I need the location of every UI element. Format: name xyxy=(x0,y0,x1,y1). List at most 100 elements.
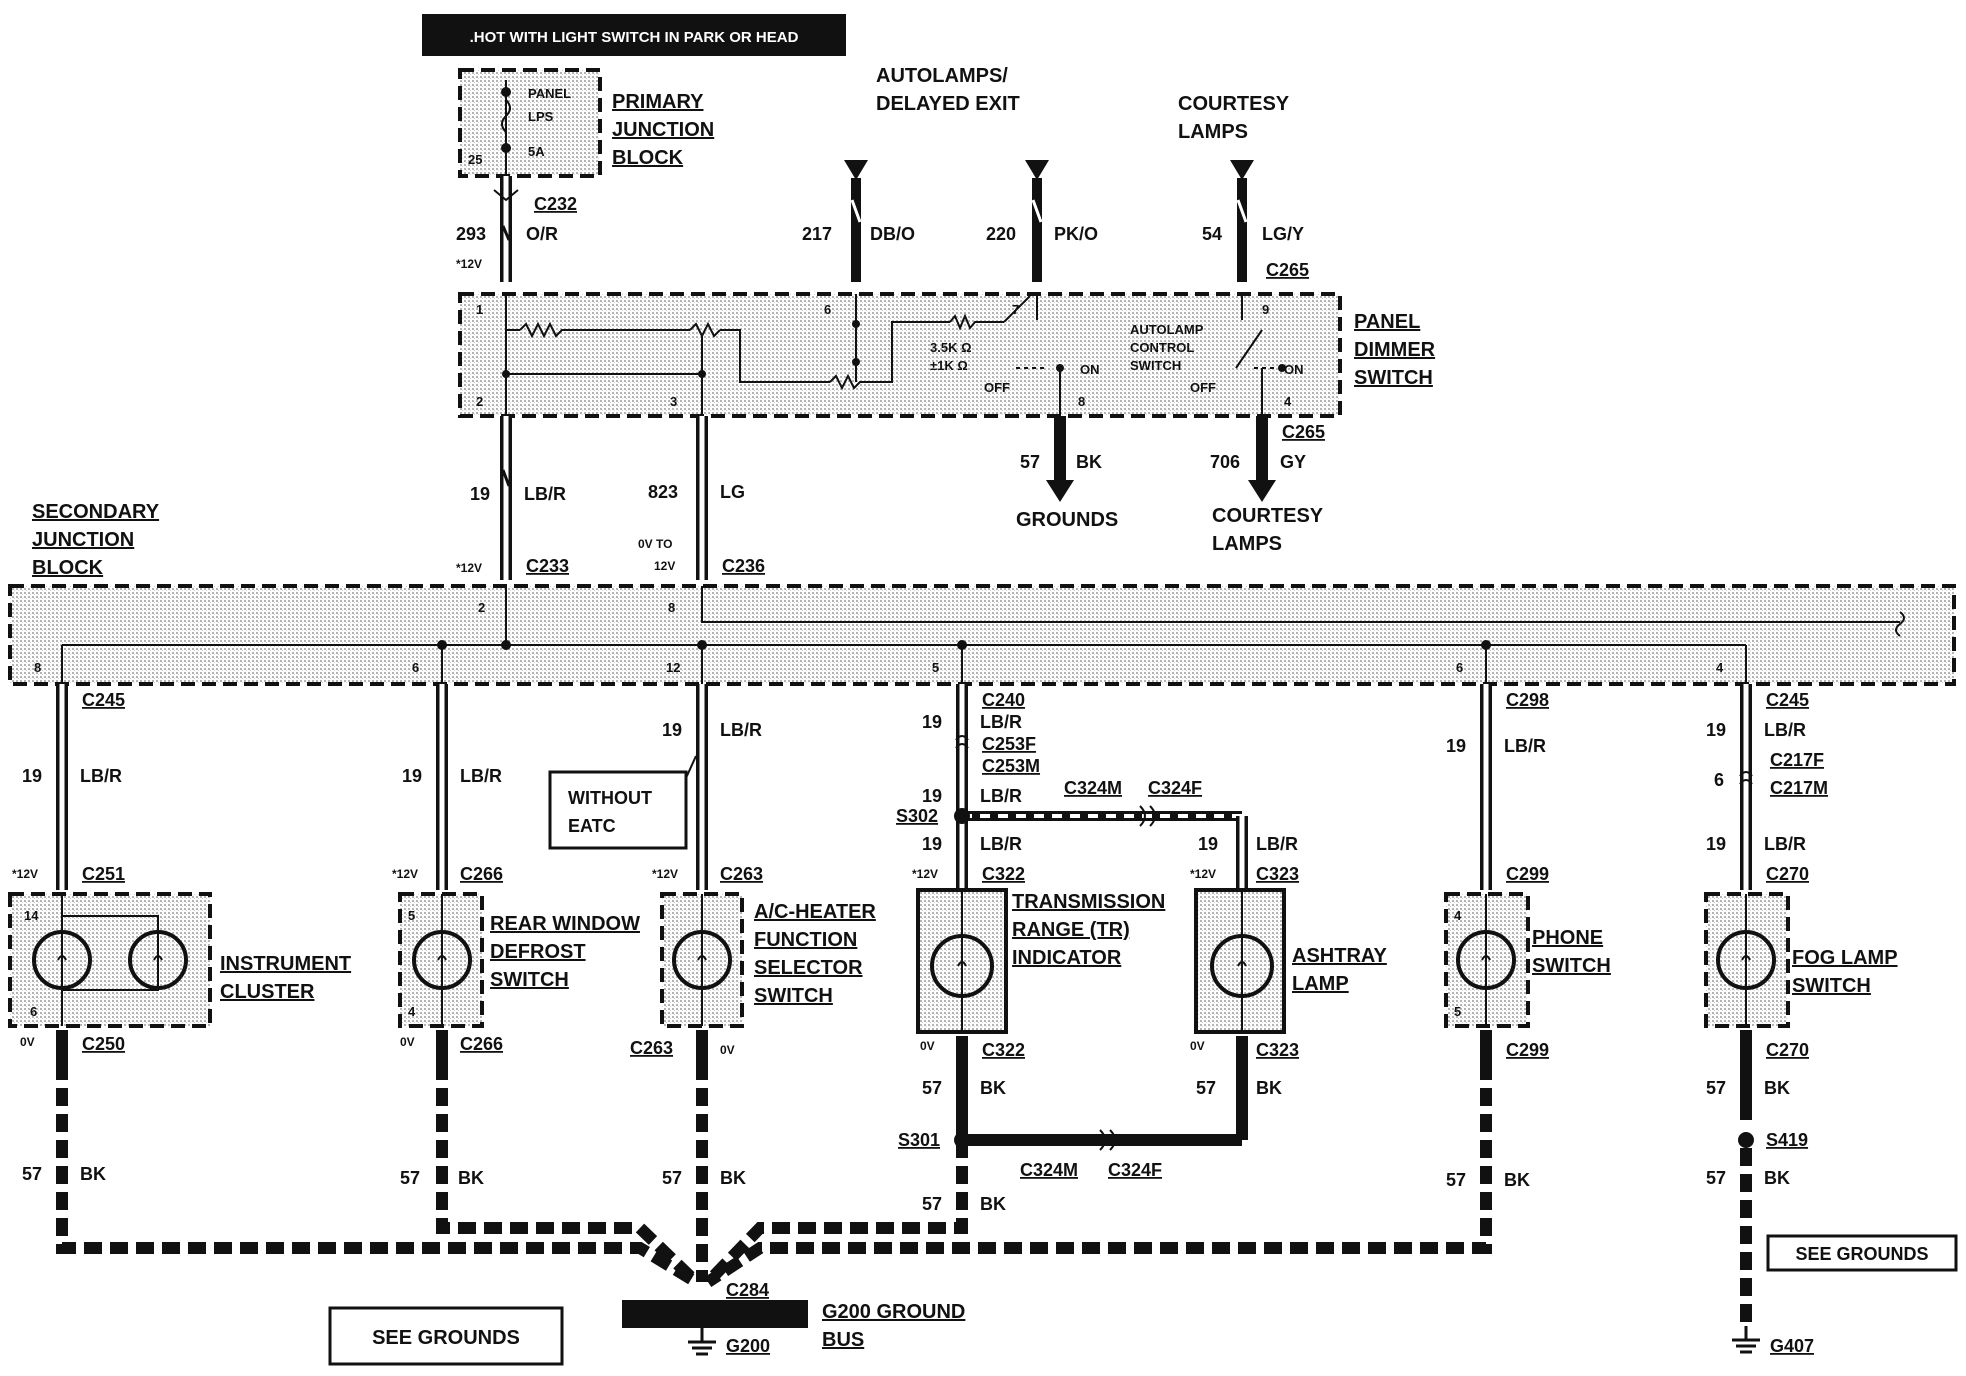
splice-s301 xyxy=(954,1132,970,1148)
phone-pin-4: 4 xyxy=(1454,908,1462,923)
top-banner-box xyxy=(422,14,846,56)
b3-color: LB/R xyxy=(720,720,762,740)
b7-color-a: LB/R xyxy=(1764,720,1806,740)
circuit-706: 706 xyxy=(1210,452,1240,472)
b7-gnd-color-a: BK xyxy=(1764,1078,1790,1098)
b3-circuit: 19 xyxy=(662,720,682,740)
secondary-jb-title-3: BLOCK xyxy=(32,557,104,579)
primary-junction-block: PANEL LPS 5A 25 xyxy=(458,68,602,178)
tr-label-1: TRANSMISSION xyxy=(1012,891,1165,913)
b4-circuit-a: 19 xyxy=(922,712,942,732)
b4-color-a: LB/R xyxy=(980,712,1022,732)
b1-conn-c250: C250 xyxy=(82,1034,125,1054)
tr-label-2: RANGE (TR) xyxy=(1012,919,1130,941)
splice-s302-label: S302 xyxy=(896,806,938,826)
circuit-293: 293 xyxy=(456,224,486,244)
b4-voltage: *12V xyxy=(912,867,938,881)
conn-c232: C232 xyxy=(534,194,577,214)
dimmer-pin-1: 1 xyxy=(476,302,483,317)
pin-25: 25 xyxy=(468,152,482,167)
b2-zero: 0V xyxy=(400,1035,415,1049)
ac-label-3: SELECTOR xyxy=(754,957,863,979)
b1-zero: 0V xyxy=(20,1035,35,1049)
resistor-label-1: 3.5K Ω xyxy=(930,340,972,355)
b2-conn-c266-b: C266 xyxy=(460,1034,503,1054)
b7-gnd-circuit-b: 57 xyxy=(1706,1168,1726,1188)
svg-text:6: 6 xyxy=(824,302,831,317)
b5-circuit: 19 xyxy=(1198,834,1218,854)
phone-pin-5: 5 xyxy=(1454,1004,1461,1019)
b1-voltage: *12V xyxy=(12,867,38,881)
sjb-out-pin-5: 5 xyxy=(932,660,939,675)
b1-gnd-circuit: 57 xyxy=(22,1164,42,1184)
dimmer-title-3: SWITCH xyxy=(1354,367,1433,389)
voltage-12v-c: *12V xyxy=(456,561,482,575)
sjb-out-pin-6a: 6 xyxy=(412,660,419,675)
color-o-r: O/R xyxy=(526,224,558,244)
b7-conn-c270-b: C270 xyxy=(1766,1040,1809,1060)
defrost-label-3: SWITCH xyxy=(490,969,569,991)
b6-conn-c298: C298 xyxy=(1506,690,1549,710)
sjb-out-pin-4: 4 xyxy=(1716,660,1724,675)
b2-voltage: *12V xyxy=(392,867,418,881)
conn-c265-bottom: C265 xyxy=(1282,422,1325,442)
phone-label-2: SWITCH xyxy=(1532,955,1611,977)
color-lb-r-main: LB/R xyxy=(524,484,566,504)
b7-conn-c245: C245 xyxy=(1766,690,1809,710)
secondary-jb-title-2: JUNCTION xyxy=(32,529,134,551)
see-grounds-1: SEE GROUNDS xyxy=(372,1327,520,1349)
voltage-12v-b: 12V xyxy=(654,559,675,573)
ac-label-1: A/C-HEATER xyxy=(754,901,876,923)
b7-circuit-b: 19 xyxy=(1706,834,1726,854)
b6-gnd-circuit: 57 xyxy=(1446,1170,1466,1190)
b7-gnd-color-b: BK xyxy=(1764,1168,1790,1188)
fuse-text-1: PANEL xyxy=(528,86,571,101)
without-eatc-1: WITHOUT xyxy=(568,788,652,808)
fog-label-1: FOG LAMP xyxy=(1792,947,1898,969)
without-eatc-box xyxy=(548,770,688,850)
b5-color: LB/R xyxy=(1256,834,1298,854)
ashtray-label-1: ASHTRAY xyxy=(1292,945,1387,967)
color-pk-o: PK/O xyxy=(1054,224,1098,244)
svg-text:9: 9 xyxy=(1262,302,1269,317)
b4-circuit-c: 19 xyxy=(922,834,942,854)
b4-conn-c240: C240 xyxy=(982,690,1025,710)
fog-lamp-switch xyxy=(1704,892,1790,1028)
sjb-in-pin-8: 8 xyxy=(668,600,675,615)
circuit-57-a: 57 xyxy=(1020,452,1040,472)
branch-wires xyxy=(56,684,1752,890)
b1-conn-c245: C245 xyxy=(82,690,125,710)
cluster-label-1: INSTRUMENT xyxy=(220,953,351,975)
splice-s419-label: S419 xyxy=(1766,1130,1808,1150)
b4-color-c: LB/R xyxy=(980,834,1022,854)
see-grounds-box-2 xyxy=(1766,1234,1958,1272)
feed-arrow-220 xyxy=(1025,160,1049,180)
b4-gnd-color-b: BK xyxy=(980,1194,1006,1214)
ashtray-lamp xyxy=(1194,888,1286,1034)
courtesy-out-2: LAMPS xyxy=(1212,533,1282,555)
autolamp-label-1: AUTOLAMP xyxy=(1130,322,1204,337)
ac-heater-function-selector-switch xyxy=(660,892,744,1028)
resistor-label-2: ±1K Ω xyxy=(930,358,968,373)
b7-conn-c217f: C217F xyxy=(1770,750,1824,770)
cluster-label-2: CLUSTER xyxy=(220,981,315,1003)
color-gy: GY xyxy=(1280,452,1306,472)
splice-s419 xyxy=(1738,1132,1754,1148)
voltage-12v-a: *12V xyxy=(456,257,482,271)
circuit-217: 217 xyxy=(802,224,832,244)
circuit-823: 823 xyxy=(648,482,678,502)
conn-c324f-b: C324F xyxy=(1108,1160,1162,1180)
dimmer-on-1: ON xyxy=(1080,362,1100,377)
b2-conn-c266: C266 xyxy=(460,864,503,884)
b5-zero: 0V xyxy=(1190,1039,1205,1053)
bus-title-1: G200 GROUND xyxy=(822,1301,965,1323)
b1-conn-c251: C251 xyxy=(82,864,125,884)
rear-window-defrost-switch: 5 4 xyxy=(398,892,484,1028)
fog-label-2: SWITCH xyxy=(1792,975,1871,997)
defrost-pin-4: 4 xyxy=(408,1004,416,1019)
conn-c233: C233 xyxy=(526,556,569,576)
conn-c284: C284 xyxy=(726,1280,769,1300)
defrost-label-2: DEFROST xyxy=(490,941,586,963)
instrument-cluster: 14 6 xyxy=(8,892,212,1028)
b5-conn-c323: C323 xyxy=(1256,864,1299,884)
